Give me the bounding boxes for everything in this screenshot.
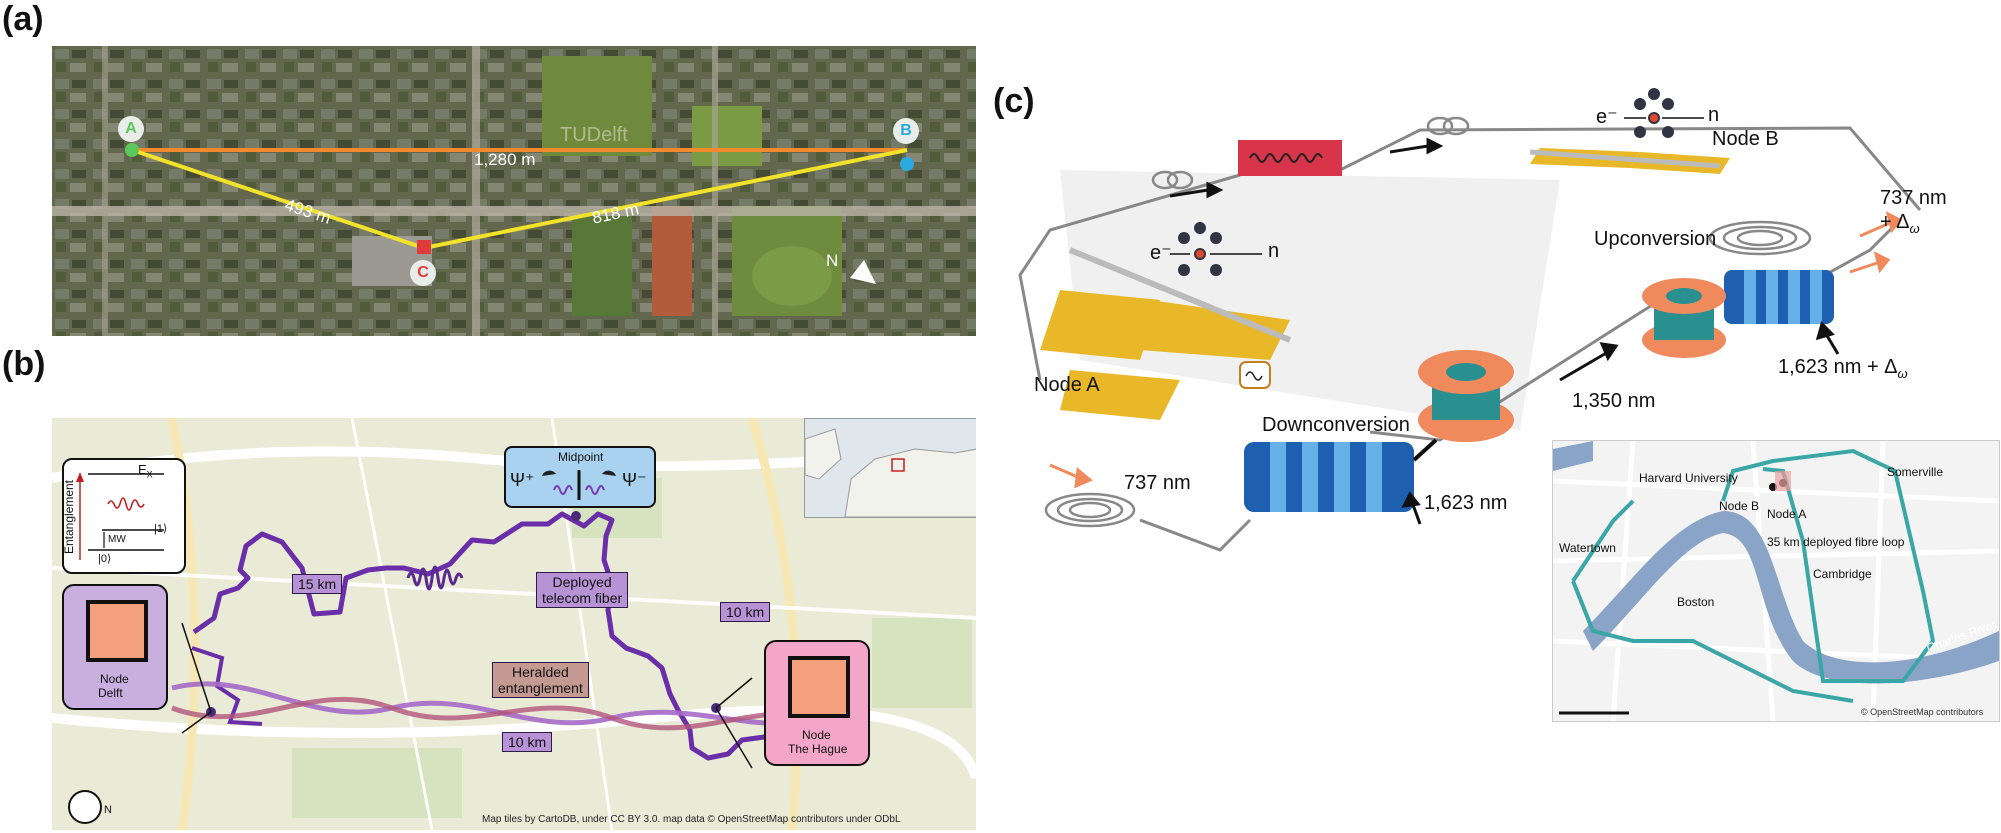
map-boston: Boston: [1677, 595, 1715, 609]
node-b-marker: [900, 157, 914, 171]
upconversion-spool-icon: [1642, 278, 1726, 358]
north-label: N: [826, 251, 839, 270]
map-watertown: Watertown: [1559, 541, 1616, 555]
chip-icon-hague: [788, 656, 850, 718]
panel-b-letter: (b): [2, 345, 46, 383]
node-a-marker: [125, 143, 139, 157]
node-a-label: Node A: [1034, 374, 1100, 396]
node-hague-line1: Node: [802, 728, 831, 742]
midpoint-box: Midpoint Ψ⁺ Ψ⁻: [504, 446, 656, 508]
inset-ket0-label: |0⟩: [98, 553, 112, 565]
upconversion-label: Upconversion: [1594, 228, 1717, 250]
panel-b-overlay: [171, 511, 833, 769]
downconversion-spool-icon: [1418, 350, 1514, 442]
dist-15km-label: 15 km: [292, 574, 343, 594]
wl-737-top-label: 737 nm + Δω: [1880, 187, 1947, 236]
boston-map: Harvard University Node B Node A Somervi…: [1552, 440, 2000, 722]
downconversion-crystal-icon: [1244, 442, 1414, 512]
node-b-label: Node B: [1712, 128, 1779, 150]
inset-ket1-label: |1⟩: [154, 523, 168, 535]
wl-1623-label: 1,623 nm: [1424, 492, 1508, 514]
map-attribution: Map tiles by CartoDB, under CC BY 3.0. m…: [482, 814, 901, 825]
upconversion-crystal-icon: [1724, 270, 1834, 324]
map-harvard: Harvard University: [1639, 471, 1738, 485]
nucleus-b-label: n: [1708, 104, 1720, 126]
panel-c-letter: (c): [993, 82, 1035, 120]
dist-ab-label: 1,280 m: [474, 150, 536, 169]
dist-10km-right-label: 10 km: [720, 602, 771, 622]
psi-minus-label: Ψ⁻: [622, 470, 647, 490]
netherlands-inset: [804, 418, 976, 518]
map-osm: © OpenStreetMap contributors: [1861, 707, 1984, 717]
downconversion-label: Downconversion: [1262, 414, 1410, 436]
beam-splitter-icon: [542, 470, 616, 500]
panel-b-street-map: Midpoint Ψ⁺ Ψ⁻ EX Entanglement MW |1⟩ |0…: [52, 418, 976, 830]
midpoint-title: Midpoint: [558, 450, 604, 464]
node-a-badge: A: [118, 116, 144, 142]
wl-1623-delta-label: 1,623 nm + Δω: [1778, 356, 1908, 381]
atom-icon-a: [1178, 222, 1222, 276]
dist-10km-bottom-label: 10 km: [502, 732, 553, 752]
entanglement-strand-2: [171, 696, 833, 731]
node-b-badge: B: [893, 118, 919, 144]
map-somerville: Somerville: [1887, 465, 1944, 479]
node-hague-box: Node The Hague: [764, 640, 870, 766]
node-hague-line2: The Hague: [788, 742, 848, 756]
aerial-background: [52, 46, 976, 336]
compass-icon: [68, 790, 102, 824]
map-node-b: Node B: [1719, 499, 1760, 513]
inset-mw-label: MW: [108, 534, 126, 545]
electron-a-label: e⁻: [1150, 242, 1172, 264]
electron-b-label: e⁻: [1596, 106, 1618, 128]
map-node-a: Node A: [1767, 507, 1807, 521]
compass-n-label: N: [104, 804, 112, 816]
pulse-source-box: [1238, 140, 1342, 176]
north-arrow-icon: [850, 260, 876, 284]
node-delft-line2: Delft: [98, 686, 123, 700]
pulse-wave: [406, 565, 464, 591]
campus-text: TUDelft: [560, 124, 628, 146]
panel-a-aerial-map: A B C TUDelft 1,280 m 493 m 818 m N: [52, 46, 976, 336]
wl-1350-label: 1,350 nm: [1572, 390, 1656, 412]
atom-icon-b: [1634, 88, 1674, 138]
panel-a-overlay: [125, 143, 914, 284]
map-loop: 35 km deployed fibre loop: [1767, 535, 1905, 549]
panel-a-letter: (a): [2, 0, 44, 38]
nucleus-a-label: n: [1268, 240, 1280, 262]
chip-icon-delft: [86, 600, 148, 662]
psi-plus-label: Ψ⁺: [510, 470, 535, 490]
deployed-fiber-path: [192, 511, 773, 761]
wl-737-left-label: 737 nm: [1124, 472, 1191, 494]
node-c-marker: [417, 240, 431, 254]
node-delft-line1: Node: [100, 672, 129, 686]
fibre-loop: [1571, 448, 1936, 703]
charles-river: [1583, 511, 1999, 684]
entanglement-inset: EX Entanglement MW |1⟩ |0⟩: [62, 458, 186, 574]
node-delft-box: Node Delft: [62, 584, 168, 710]
node-c-badge: C: [410, 260, 436, 286]
map-cambridge: Cambridge: [1813, 567, 1872, 581]
